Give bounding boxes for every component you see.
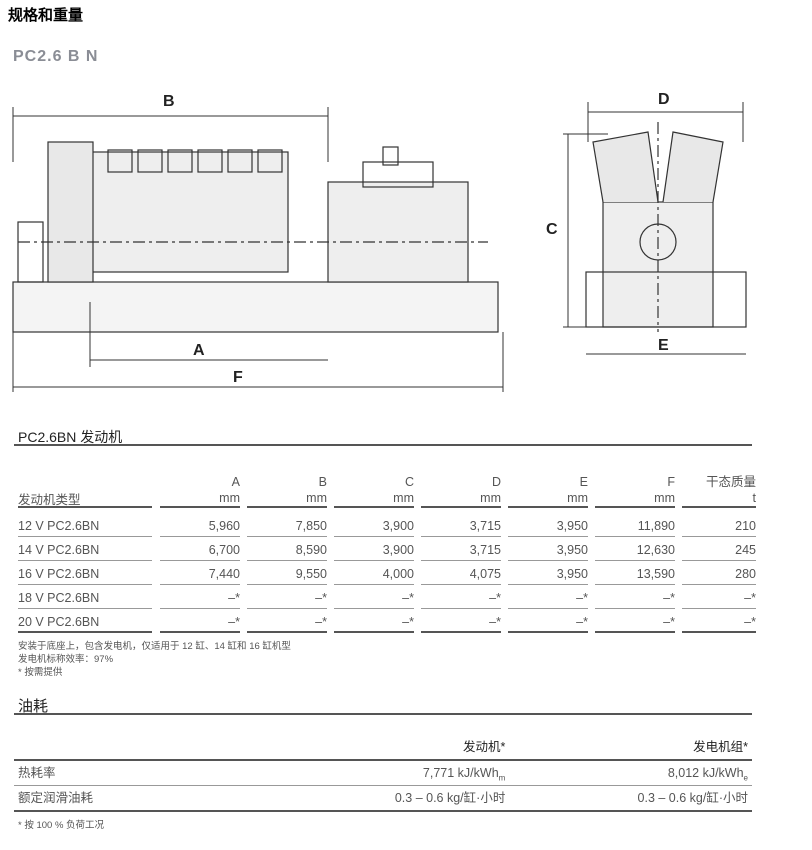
engine-dimension-drawing: B A F D C E: [12, 91, 747, 392]
note-1: 安装于底座上，包含发电机，仅适用于 12 缸、14 缸和 16 缸机型: [18, 641, 291, 652]
cell-value: 12,630: [595, 539, 675, 561]
engine-type: 16 V PC2.6BN: [18, 563, 152, 585]
fuel-table-header: 发动机* 发电机组*: [14, 735, 752, 761]
engine-oil-consumption: 0.3 – 0.6 kg/缸·小时: [394, 791, 506, 805]
note-2: 发电机标称效率：97%: [18, 654, 114, 665]
cell-value: 3,950: [508, 539, 588, 561]
engine-type: 20 V PC2.6BN: [18, 611, 152, 633]
cell-value: 8,590: [247, 539, 327, 561]
cell-value: –*: [160, 611, 240, 633]
header-engine-type: 发动机类型: [18, 470, 152, 508]
row-label: 热耗率: [18, 766, 56, 780]
dim-label-b: B: [163, 93, 175, 110]
cell-value: 3,715: [421, 515, 501, 537]
cell-value: 3,950: [508, 515, 588, 537]
genset-heat-rate: 8,012 kJ/kWhe: [667, 766, 748, 783]
row-label: 额定润滑油耗: [18, 791, 94, 805]
table-row: 热耗率 7,771 kJ/kWhm 8,012 kJ/kWhe: [14, 761, 752, 786]
dim-label-a: A: [193, 342, 205, 359]
cell-value: 210: [682, 515, 756, 537]
cell-value: –*: [421, 611, 501, 633]
cell-value: 3,900: [334, 539, 414, 561]
cell-value: 7,440: [160, 563, 240, 585]
engine-type: 12 V PC2.6BN: [18, 515, 152, 537]
table-row: 16 V PC2.6BN 7,440 9,550 4,000 4,075 3,950 13,…: [18, 563, 756, 585]
cell-value: 3,950: [508, 563, 588, 585]
cell-value: –*: [247, 611, 327, 633]
dim-label-f: F: [233, 369, 243, 386]
table-row: 12 V PC2.6BN 5,960 7,850 3,900 3,715 3,950 11,…: [18, 515, 756, 537]
end-view: [585, 122, 747, 332]
table-row: 20 V PC2.6BN –* –* –* –* –* –* –*: [18, 611, 756, 633]
cell-value: 11,890: [595, 515, 675, 537]
cell-value: –*: [595, 587, 675, 609]
cell-value: 13,590: [595, 563, 675, 585]
cell-value: –*: [508, 611, 588, 633]
cell-value: –*: [334, 587, 414, 609]
dim-label-d: D: [658, 91, 670, 108]
dimension-lines-side: [12, 107, 504, 392]
page-title: 规格和重量: [8, 6, 84, 24]
dim-label-c: C: [546, 221, 558, 238]
fuel-table-title: 油耗: [18, 698, 49, 715]
cell-value: –*: [421, 587, 501, 609]
cell-value: 3,900: [334, 515, 414, 537]
table-row: 14 V PC2.6BN 6,700 8,590 3,900 3,715 3,950 12,…: [18, 539, 756, 561]
engine-heat-rate: 7,771 kJ/kWhm: [422, 766, 506, 783]
cell-value: –*: [508, 587, 588, 609]
cell-value: 4,000: [334, 563, 414, 585]
cell-value: 5,960: [160, 515, 240, 537]
engine-type: 14 V PC2.6BN: [18, 539, 152, 561]
header-engine: 发动机*: [462, 740, 506, 754]
dim-label-e: E: [658, 337, 669, 354]
side-view: [12, 141, 499, 333]
cell-value: 7,850: [247, 515, 327, 537]
engine-type: 18 V PC2.6BN: [18, 587, 152, 609]
header-genset: 发电机组*: [693, 740, 748, 754]
cell-value: –*: [247, 587, 327, 609]
cell-value: 245: [682, 539, 756, 561]
cell-value: –*: [334, 611, 414, 633]
cell-value: 280: [682, 563, 756, 585]
cell-value: 9,550: [247, 563, 327, 585]
note-3: * 按需提供: [18, 667, 63, 678]
cell-value: –*: [160, 587, 240, 609]
divider: [14, 713, 752, 715]
table-row: 额定润滑油耗 0.3 – 0.6 kg/缸·小时 0.3 – 0.6 kg/缸·…: [14, 786, 752, 812]
dimension-lines-end: [563, 102, 746, 355]
engine-table-title: PC2.6BN 发动机: [18, 429, 123, 445]
genset-oil-consumption: 0.3 – 0.6 kg/缸·小时: [637, 791, 748, 805]
divider: [14, 444, 752, 446]
table-row: 18 V PC2.6BN –* –* –* –* –* –* –*: [18, 587, 756, 609]
cell-value: –*: [682, 587, 756, 609]
cell-value: 6,700: [160, 539, 240, 561]
cell-value: 4,075: [421, 563, 501, 585]
cell-value: –*: [682, 611, 756, 633]
cell-value: 3,715: [421, 539, 501, 561]
cell-value: –*: [595, 611, 675, 633]
fuel-footnote: * 按 100 % 负荷工况: [18, 820, 105, 831]
model-name: PC2.6 B N: [13, 48, 99, 65]
